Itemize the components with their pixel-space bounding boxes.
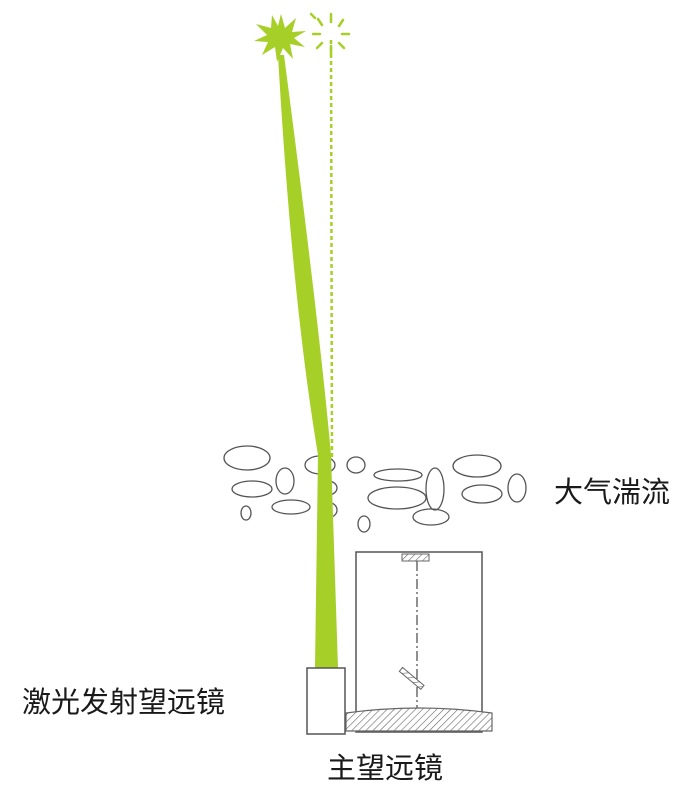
- diagonal-mirror-icon: [398, 666, 425, 691]
- dashed-starburst-icon: [309, 12, 351, 56]
- main-telescope-tube: [355, 551, 483, 733]
- atmospheric-turbulence-label: 大气湍流: [554, 475, 671, 509]
- laser-launch-telescope: [306, 667, 346, 735]
- laser-launch-telescope-label: 激光发射望远镜: [22, 685, 226, 719]
- hatched-mirror-icon: [401, 553, 430, 562]
- starburst-icon: [254, 14, 306, 62]
- turbulence-cells: [223, 445, 527, 533]
- laser-beam: [278, 55, 338, 668]
- hatched-primary-mirror-icon: [345, 707, 493, 732]
- apparent-beam-path: [329, 39, 334, 461]
- main-telescope-label: 主望远镜: [327, 751, 444, 785]
